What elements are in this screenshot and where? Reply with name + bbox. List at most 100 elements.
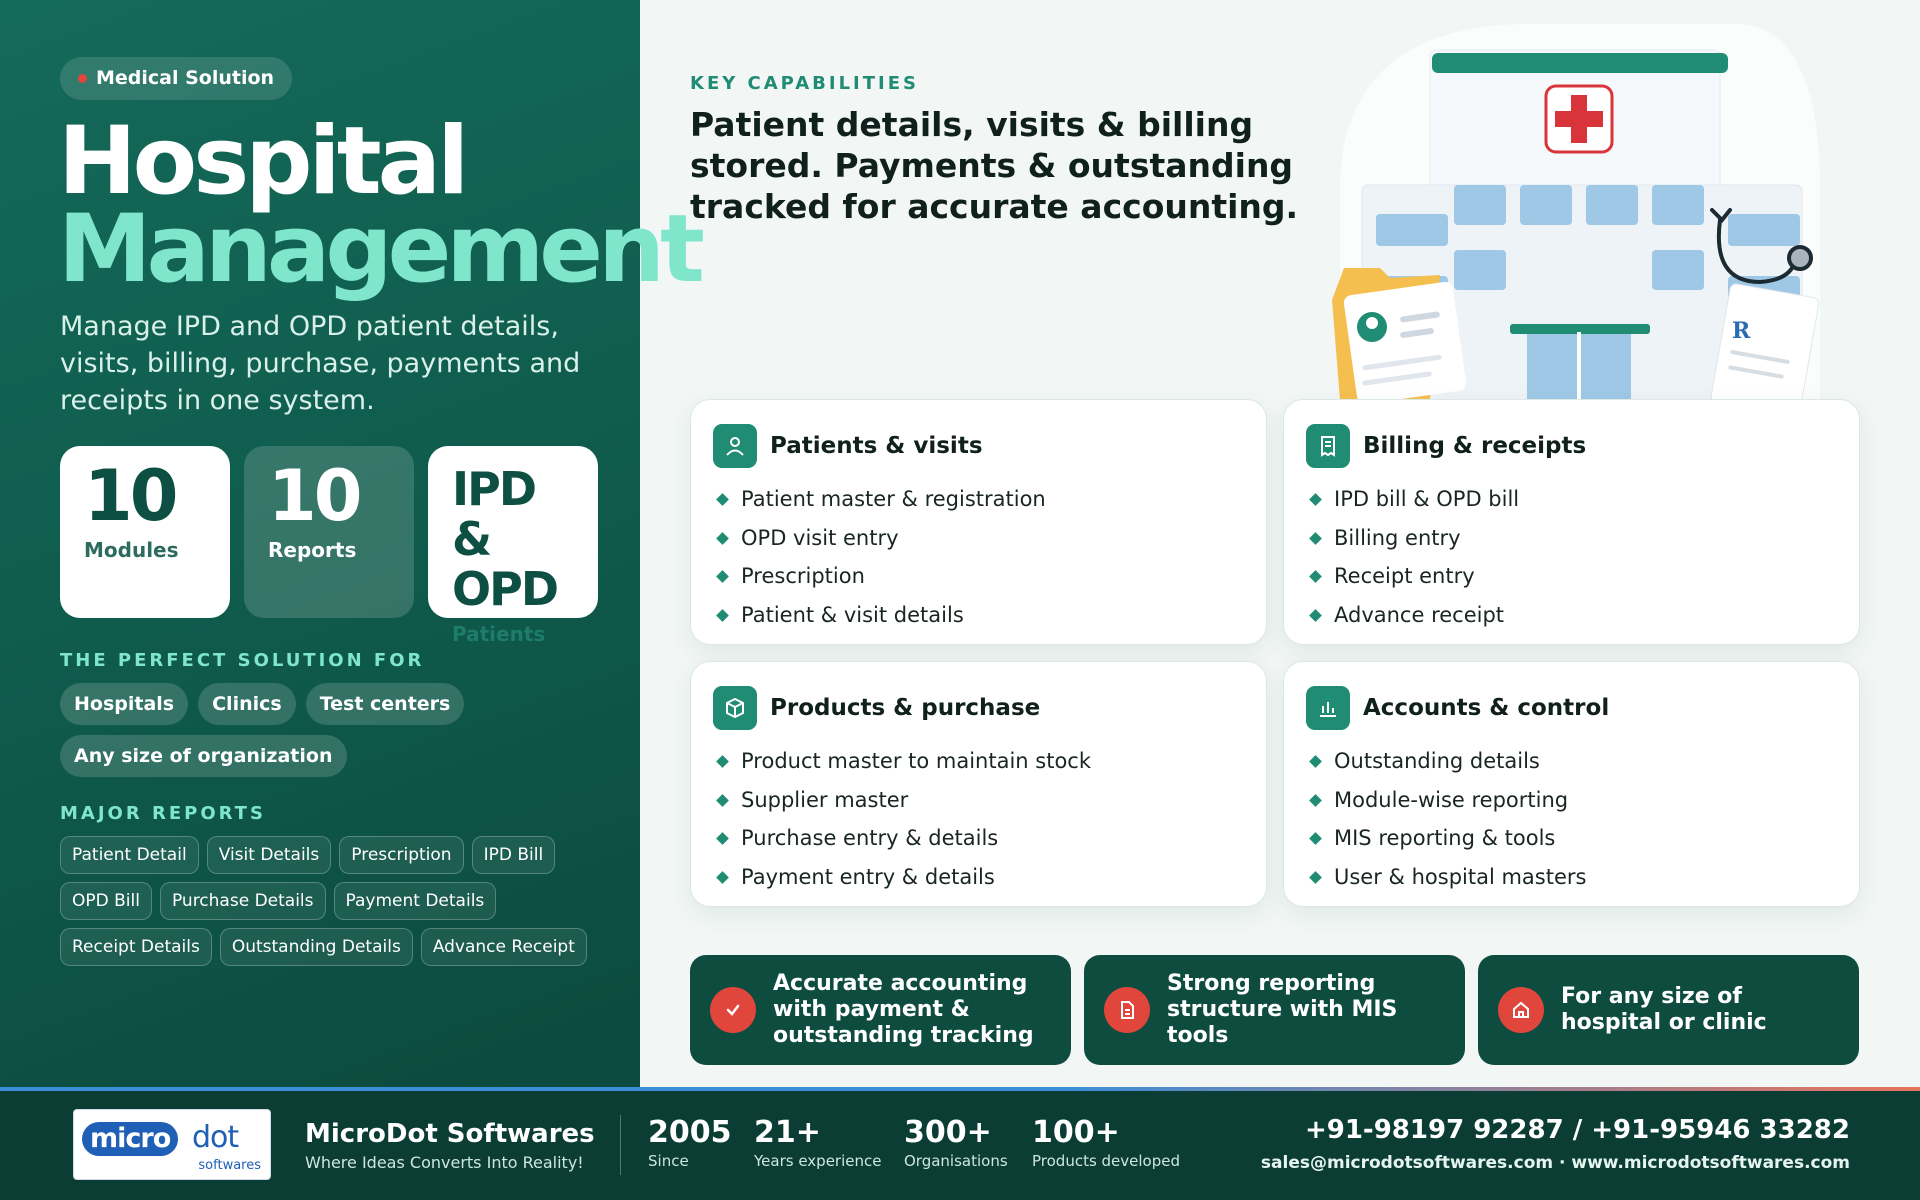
footer-stat-organisations: 300+ Organisations xyxy=(904,1115,1008,1170)
card-item: Receipt entry xyxy=(1306,557,1837,596)
stat-modules: 10 Modules xyxy=(60,446,230,618)
report-chip: Advance Receipt xyxy=(420,928,587,966)
card-item: Prescription xyxy=(713,557,1244,596)
solution-chip: Test centers xyxy=(305,683,465,725)
title-line-2: Management xyxy=(58,195,705,304)
feature-any-size: For any size of hospital or clinic xyxy=(1478,955,1859,1065)
feature-reporting: Strong reporting structure with MIS tool… xyxy=(1084,955,1465,1065)
footer-stat-number: 21+ xyxy=(754,1115,821,1150)
footer-accent-bar xyxy=(0,1087,1920,1091)
card-item: Purchase entry & details xyxy=(713,819,1244,858)
home-icon xyxy=(1498,987,1544,1033)
contact-email-website[interactable]: sales@microdotsoftwares.com · www.microd… xyxy=(1260,1153,1850,1173)
chart-icon xyxy=(1306,686,1350,730)
category-badge: Medical Solution xyxy=(60,57,293,100)
card-item: Outstanding details xyxy=(1306,742,1837,781)
feature-text: Strong reporting structure with MIS tool… xyxy=(1167,971,1398,1048)
hospital-illustration: R xyxy=(1332,24,1820,400)
company-name: MicroDot Softwares xyxy=(305,1119,595,1149)
company-tagline: Where Ideas Converts Into Reality! xyxy=(305,1153,584,1172)
feature-text: Accurate accounting with payment & outst… xyxy=(773,971,1034,1048)
report-chip: IPD Bill xyxy=(471,836,556,874)
footer-divider xyxy=(620,1115,621,1175)
card-item: IPD bill & OPD bill xyxy=(1306,480,1837,519)
category-badge-label: Medical Solution xyxy=(96,67,275,89)
logo-softwares: softwares xyxy=(198,1158,261,1173)
solution-chip: Any size of organization xyxy=(60,735,347,777)
card-item: OPD visit entry xyxy=(713,519,1244,558)
report-chips: Patient Detail Visit Details Prescriptio… xyxy=(60,836,600,966)
logo-dot: dot xyxy=(192,1120,239,1155)
card-accounts-control: Accounts & control Outstanding details M… xyxy=(1283,661,1860,907)
stat-reports: 10 Reports xyxy=(244,446,414,618)
card-title: Patients & visits xyxy=(770,433,983,459)
card-item: Billing entry xyxy=(1306,519,1837,558)
svg-text:R: R xyxy=(1732,318,1751,344)
report-chip: Visit Details xyxy=(206,836,332,874)
footer-stat-label: Products developed xyxy=(1032,1152,1181,1170)
feature-text: For any size of hospital or clinic xyxy=(1561,984,1767,1035)
footer-stat-number: 100+ xyxy=(1032,1115,1120,1150)
stat-patients: IPD & OPD Patients xyxy=(428,446,598,646)
red-cross-icon xyxy=(1544,84,1614,154)
card-item: Patient & visit details xyxy=(713,596,1244,635)
footer-stat-number: 2005 xyxy=(648,1115,732,1150)
solution-heading: THE PERFECT SOLUTION FOR xyxy=(60,650,425,671)
card-title: Billing & receipts xyxy=(1363,433,1587,459)
title-line-1: Hospital xyxy=(58,107,469,216)
card-item: Advance receipt xyxy=(1306,596,1837,635)
footer-stat-years: 21+ Years experience xyxy=(754,1115,881,1170)
report-chip: OPD Bill xyxy=(60,882,152,920)
report-chip: Receipt Details xyxy=(60,928,212,966)
footer-stat-label: Since xyxy=(648,1152,689,1170)
card-item: MIS reporting & tools xyxy=(1306,819,1837,858)
company-logo: micro dot softwares xyxy=(73,1109,271,1180)
solution-chips: Hospitals Clinics Test centers Any size … xyxy=(60,683,600,777)
user-icon xyxy=(713,424,757,468)
footer-stat-number: 300+ xyxy=(904,1115,992,1150)
card-item: Product master to maintain stock xyxy=(713,742,1244,781)
card-item: Payment entry & details xyxy=(713,858,1244,897)
red-dot-icon xyxy=(78,74,87,83)
box-icon xyxy=(713,686,757,730)
card-billing-receipts: Billing & receipts IPD bill & OPD bill B… xyxy=(1283,399,1860,645)
capabilities-headline: Patient details, visits & billing stored… xyxy=(690,105,1299,226)
key-capabilities-heading: KEY CAPABILITIES xyxy=(690,73,919,94)
stethoscope-icon xyxy=(1710,208,1813,285)
card-item: Supplier master xyxy=(713,781,1244,820)
report-chip: Patient Detail xyxy=(60,836,199,874)
report-chip: Prescription xyxy=(339,836,464,874)
stat-number: 10 xyxy=(268,455,362,537)
patient-file-icon xyxy=(1332,268,1467,400)
phone-numbers[interactable]: +91-98197 92287 / +91-95946 33282 xyxy=(1304,1115,1850,1145)
report-chip: Outstanding Details xyxy=(219,928,413,966)
prescription-paper-icon: R xyxy=(1710,283,1820,400)
stat-label: Patients xyxy=(452,622,546,646)
left-panel: Medical Solution Hospital Management Man… xyxy=(0,0,705,1087)
card-patients-visits: Patients & visits Patient master & regis… xyxy=(690,399,1267,645)
footer-stat-products: 100+ Products developed xyxy=(1032,1115,1180,1170)
stat-number: 10 xyxy=(84,455,178,537)
footer: micro dot softwares MicroDot Softwares W… xyxy=(0,1087,1920,1200)
stat-label: Reports xyxy=(268,538,357,562)
document-icon xyxy=(1104,987,1150,1033)
card-title: Accounts & control xyxy=(1363,695,1610,721)
footer-stat-label: Years experience xyxy=(754,1152,882,1170)
report-chip: Purchase Details xyxy=(159,882,326,920)
footer-stat-label: Organisations xyxy=(904,1152,1008,1170)
report-chip: Payment Details xyxy=(333,882,497,920)
stat-label: Modules xyxy=(84,538,179,562)
solution-chip: Hospitals xyxy=(60,683,189,725)
stat-number: IPD & OPD xyxy=(452,462,559,616)
reports-heading: MAJOR REPORTS xyxy=(60,803,266,824)
logo-micro: micro xyxy=(82,1122,179,1156)
lead-text: Manage IPD and OPD patient details, visi… xyxy=(60,311,581,416)
card-products-purchase: Products & purchase Product master to ma… xyxy=(690,661,1267,907)
card-item: Module-wise reporting xyxy=(1306,781,1837,820)
solution-chip: Clinics xyxy=(198,683,296,725)
card-title: Products & purchase xyxy=(770,695,1041,721)
check-icon xyxy=(710,987,756,1033)
card-item: Patient master & registration xyxy=(713,480,1244,519)
feature-accounting: Accurate accounting with payment & outst… xyxy=(690,955,1071,1065)
card-item: User & hospital masters xyxy=(1306,858,1837,897)
